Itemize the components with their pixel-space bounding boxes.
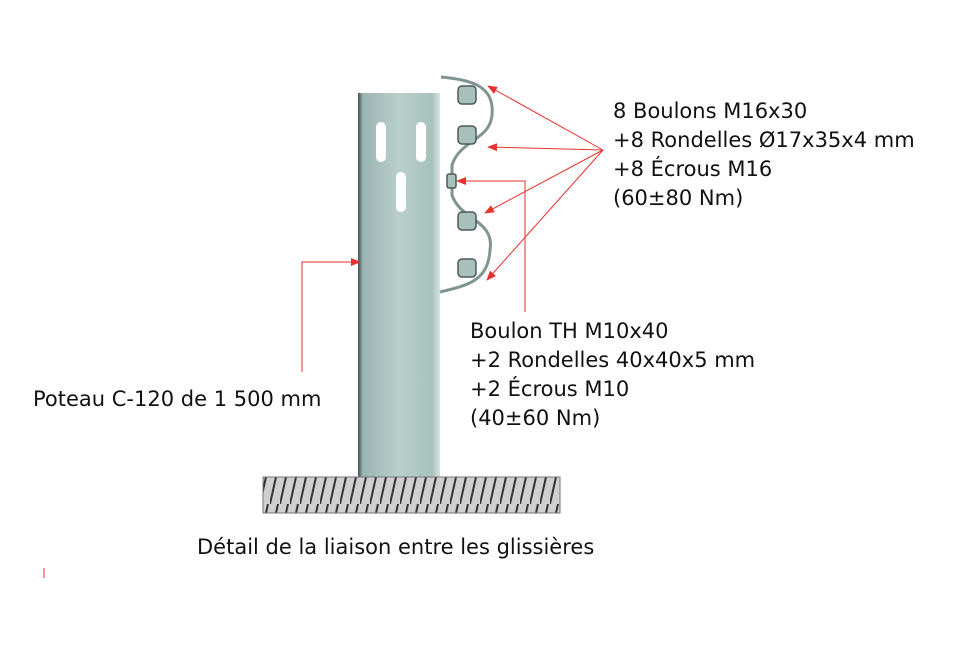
- washers-line: +2 Rondelles 40x40x5 mm: [470, 348, 756, 372]
- post-label: Poteau C-120 de 1 500 mm: [33, 387, 322, 411]
- bolts-line: Boulon TH M10x40: [470, 319, 669, 343]
- leader-arrows: [43, 85, 604, 578]
- nuts-line: +8 Écrous M16: [613, 157, 773, 181]
- torque-line: (60±80 Nm): [613, 186, 744, 210]
- post: [358, 93, 440, 478]
- nuts-line: +2 Écrous M10: [470, 377, 630, 401]
- torque-line: (40±60 Nm): [470, 406, 601, 430]
- bolts-label: 8 Boulons M16x30 +8 Rondelles Ø17x35x4 m…: [613, 97, 915, 213]
- bolts-line: 8 Boulons M16x30: [613, 99, 808, 123]
- bolt-heads: [446, 85, 477, 278]
- th-bolt-label: Boulon TH M10x40 +2 Rondelles 40x40x5 mm…: [470, 317, 755, 433]
- caption: Détail de la liaison entre les glissière…: [197, 535, 595, 559]
- guardrail-profile: [439, 75, 494, 294]
- ground-hatch: [262, 476, 561, 514]
- washers-line: +8 Rondelles Ø17x35x4 mm: [613, 128, 915, 152]
